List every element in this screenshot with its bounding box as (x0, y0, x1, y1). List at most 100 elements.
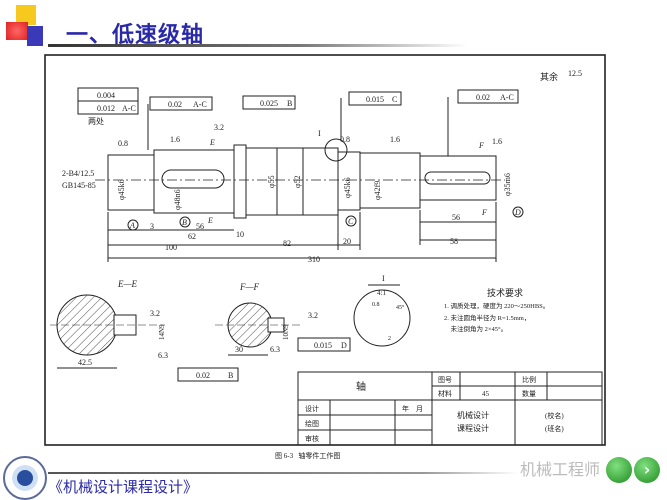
roughness-value: 1.6 (492, 137, 502, 146)
section-ff-width: 10N9 (282, 324, 290, 340)
diameter-label: φ48n6 (173, 189, 182, 210)
keyway-e (161, 169, 225, 189)
diameter-label: φ55 (267, 175, 276, 188)
dimension: 56 (452, 213, 460, 222)
tol-value: 0.025 (260, 99, 278, 108)
diameter-label: φ52 (293, 175, 302, 188)
shaft-seg-35m6 (419, 155, 497, 201)
watermark: 机械工程师 (520, 460, 601, 479)
roughness-value: 6.3 (270, 345, 280, 354)
tol-value: 0.004 (97, 91, 115, 100)
school-name: (校名) (545, 411, 564, 420)
tol-value: 0.02 (196, 371, 210, 380)
tech-req-item: 未注倒角为 2×45°。 (444, 324, 507, 333)
tb-label: 数量 (522, 389, 536, 398)
tol-datum: A-C (193, 100, 207, 109)
tb-label: 年 月 (402, 404, 423, 413)
shaft-collar (233, 144, 247, 219)
next-slide-button[interactable]: › (634, 457, 660, 483)
detail-angle: 45° (396, 304, 405, 311)
logo-square-blue (27, 26, 43, 46)
tol-datum: B (287, 99, 292, 108)
center-hole-standard: GB145-85 (62, 181, 96, 190)
tech-req-title: 技术要求 (487, 287, 523, 298)
detail-scale: 4:1 (377, 289, 386, 297)
other-roughness-value: 12.5 (568, 69, 582, 78)
detail-chamfer: 0.8 (372, 302, 380, 308)
dimension: 56 (196, 222, 204, 231)
dimension: 62 (188, 232, 196, 241)
slide-title: 一、低速级轴 (66, 23, 205, 48)
material-value: 45 (482, 390, 490, 398)
prev-slide-button[interactable] (606, 457, 632, 483)
logo-square-red (6, 22, 28, 40)
detail-i-view (353, 289, 411, 347)
keyway-f (424, 171, 491, 185)
tb-label: 材料 (438, 389, 452, 398)
shaft-seg-48n6 (153, 149, 235, 214)
class-name: (班名) (545, 424, 564, 433)
shaft-seg-45k6 (107, 154, 155, 211)
section-ff-title: F—F (239, 282, 260, 292)
course-name: 课程设计 (457, 423, 489, 433)
detail-radius: 2 (388, 336, 391, 342)
roughness-value: 3.2 (150, 309, 160, 318)
roughness-value: 1.6 (390, 135, 400, 144)
section-mark: E (209, 138, 215, 147)
tol-value: 0.02 (168, 100, 182, 109)
dimension: 58 (450, 237, 458, 246)
part-name: 轴 (356, 380, 366, 393)
datum-a: A (129, 221, 135, 230)
tb-label: 设计 (305, 404, 319, 413)
tb-label: 绘图 (305, 419, 319, 428)
datum-d: D (514, 208, 521, 217)
dimension: 20 (343, 237, 351, 246)
title-block (297, 371, 603, 446)
tb-label: 审核 (305, 434, 319, 443)
tol-datum: B (228, 371, 233, 380)
roughness-value: 6.3 (158, 351, 168, 360)
detail-circle-i (324, 138, 348, 162)
roughness-value: 3.2 (308, 311, 318, 320)
section-mark: E (207, 216, 213, 225)
tol-datum: C (392, 95, 397, 104)
course-name: 机械设计 (457, 410, 489, 420)
tb-label: 图号 (438, 376, 452, 384)
tol-value: 0.015 (366, 95, 384, 104)
detail-label: I (382, 274, 385, 283)
dimension: 100 (165, 243, 177, 252)
diameter-label: φ42f9 (373, 181, 382, 200)
roughness-value: 0.8 (118, 139, 128, 148)
tol-value: 0.015 (314, 341, 332, 350)
dimension: 3 (150, 222, 154, 231)
tol-datum: A-C (122, 104, 136, 113)
dimension: 310 (308, 255, 320, 264)
other-roughness-label: 其余 (540, 71, 558, 82)
two-places-note: 两处 (88, 116, 104, 126)
shaft-seg-42f9 (359, 152, 421, 209)
tol-datum: D (341, 341, 347, 350)
dimension: 10 (236, 230, 244, 239)
center-hole-spec: 2-B4/12.5 (62, 169, 94, 178)
tech-req-item: 2. 未注圆角半径为 R=1.5mm， (444, 313, 530, 322)
roughness-value: 0.8 (340, 135, 350, 144)
detail-mark: I (318, 129, 321, 138)
tb-label: 比例 (522, 375, 536, 384)
tech-req-item: 1. 调质处理，硬度为 220～250HBS。 (444, 301, 549, 310)
figure-caption: 图 6-3 轴零件工作图 (275, 451, 340, 460)
chevron-right-icon: › (643, 460, 651, 479)
tol-datum: A-C (500, 93, 514, 102)
diameter-label: φ45k6 (343, 177, 352, 198)
footer-course-title: 《机械设计课程设计》 (48, 478, 199, 496)
roughness-value: 3.2 (214, 123, 224, 132)
shaft-seg-55 (245, 147, 339, 216)
section-mark: F (481, 208, 487, 217)
footer-divider (48, 472, 518, 474)
university-logo (3, 456, 47, 500)
section-ee-title: E—E (117, 279, 138, 289)
dimension: 82 (283, 239, 291, 248)
section-mark: F (478, 141, 484, 150)
diameter-label: φ45k6 (117, 179, 126, 200)
logo-square-yellow (16, 5, 36, 25)
